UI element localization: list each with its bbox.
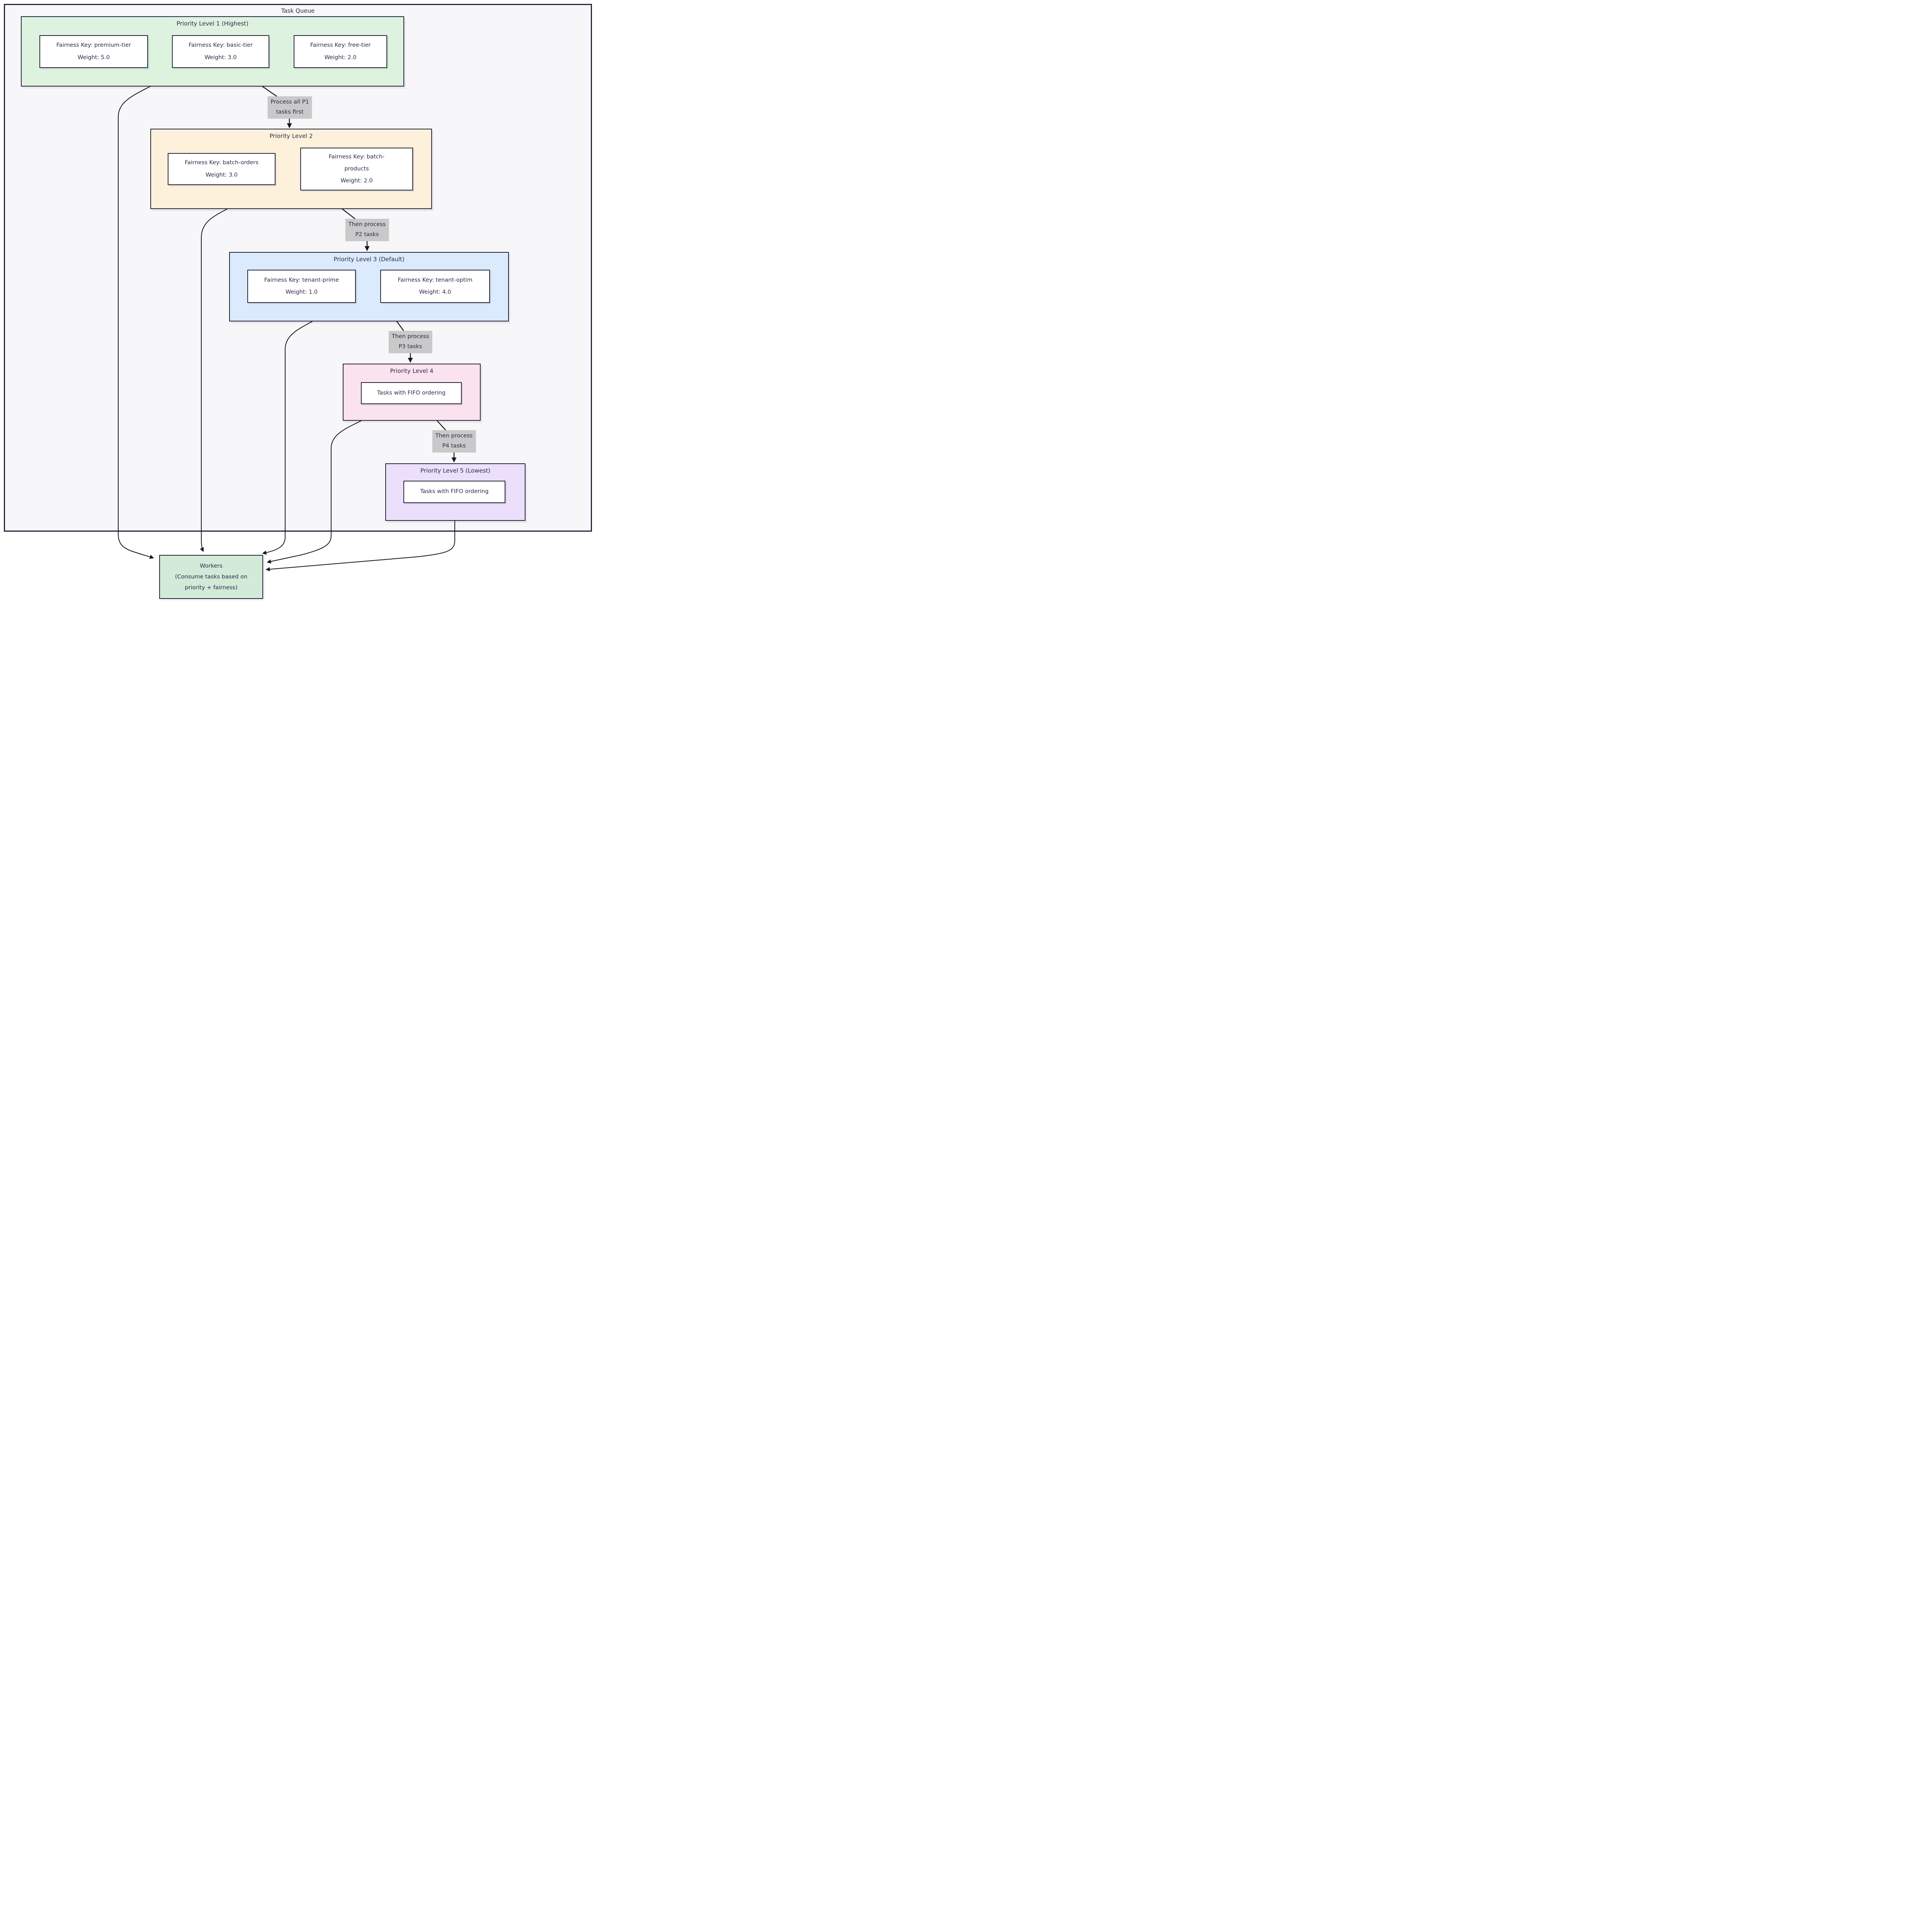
node-tenant-prime-weight: Weight: 1.0 (285, 289, 318, 295)
node-tenant-prime: Fairness Key: tenant-prime Weight: 1.0 (247, 270, 356, 303)
node-batch-orders-key: Fairness Key: batch-orders (185, 160, 259, 166)
edge-label-p2-p3-line2: P2 tasks (355, 231, 379, 238)
node-tenant-optim-key: Fairness Key: tenant-optim (398, 277, 473, 283)
edge-label-p1-p2: Process all P1 tasks first (267, 96, 312, 119)
node-batch-orders: Fairness Key: batch-orders Weight: 3.0 (168, 153, 276, 185)
node-workers-line3: priority + fairness) (185, 585, 238, 591)
priority-level-5-title: Priority Level 5 (Lowest) (420, 467, 490, 474)
node-tenant-prime-key: Fairness Key: tenant-prime (264, 277, 339, 283)
node-p4-fifo-label: Tasks with FIFO ordering (377, 389, 446, 396)
edge-label-p1-p2-line1: Process all P1 (270, 99, 309, 105)
edge-label-p3-p4-line1: Then process (391, 333, 429, 340)
priority-level-2-group: Priority Level 2 Fairness Key: batch-ord… (150, 129, 432, 209)
node-batch-products-key: Fairness Key: batch-products (328, 153, 385, 172)
node-p5-fifo-label: Tasks with FIFO ordering (420, 488, 489, 495)
edge-label-p2-p3-line1: Then process (348, 221, 386, 228)
edge-layer (118, 84, 457, 571)
edge-label-p3-p4-line2: P3 tasks (398, 344, 422, 350)
edge-label-p4-p5-line2: P4 tasks (442, 443, 466, 449)
node-workers-line1: Workers (200, 563, 223, 569)
priority-level-3-title: Priority Level 3 (Default) (333, 256, 405, 263)
edge-p4-to-workers (267, 418, 366, 564)
edge-p5-to-workers (265, 519, 455, 571)
node-premium-tier-key: Fairness Key: premium-tier (56, 42, 131, 49)
edge-label-p1-p2-line2: tasks first (276, 109, 304, 115)
node-premium-tier-weight: Weight: 5.0 (77, 54, 110, 61)
priority-level-1-group: Priority Level 1 (Highest) Fairness Key:… (21, 16, 404, 87)
priority-level-4-group: Priority Level 4 Tasks with FIFO orderin… (343, 364, 481, 421)
priority-level-4-title: Priority Level 4 (390, 367, 434, 374)
edge-p1-to-workers (118, 84, 155, 559)
node-tenant-optim: Fairness Key: tenant-optim Weight: 4.0 (380, 270, 490, 303)
edge-p3-to-workers (262, 319, 316, 555)
node-basic-tier: Fairness Key: basic-tier Weight: 3.0 (172, 35, 269, 68)
node-tenant-optim-weight: Weight: 4.0 (419, 289, 451, 295)
priority-level-3-group: Priority Level 3 (Default) Fairness Key:… (229, 252, 509, 321)
edge-label-p2-p3: Then process P2 tasks (345, 219, 389, 241)
node-batch-orders-weight: Weight: 3.0 (205, 172, 238, 178)
node-free-tier-weight: Weight: 2.0 (324, 54, 357, 61)
node-free-tier: Fairness Key: free-tier Weight: 2.0 (294, 35, 387, 68)
task-queue-title: Task Queue (281, 7, 315, 14)
priority-level-5-group: Priority Level 5 (Lowest) Tasks with FIF… (385, 463, 526, 521)
node-batch-products: Fairness Key: batch-products Weight: 2.0 (300, 148, 413, 190)
priority-level-2-title: Priority Level 2 (269, 133, 313, 139)
node-p4-fifo: Tasks with FIFO ordering (361, 382, 462, 404)
node-workers: Workers (Consume tasks based on priority… (159, 555, 263, 599)
edge-p2-to-workers (200, 206, 231, 552)
priority-level-1-title: Priority Level 1 (Highest) (177, 20, 248, 27)
flowchart-canvas: Task Queue Priority Level 1 (Highest) Fa… (0, 0, 596, 601)
node-premium-tier: Fairness Key: premium-tier Weight: 5.0 (39, 35, 148, 68)
edge-label-p4-p5-line1: Then process (435, 433, 473, 439)
edge-label-p4-p5: Then process P4 tasks (432, 430, 476, 452)
node-basic-tier-weight: Weight: 3.0 (204, 54, 237, 61)
node-workers-line2: (Consume tasks based on (175, 573, 248, 580)
node-batch-products-weight: Weight: 2.0 (340, 178, 373, 184)
edge-label-p3-p4: Then process P3 tasks (388, 331, 432, 353)
node-free-tier-key: Fairness Key: free-tier (310, 42, 371, 49)
node-basic-tier-key: Fairness Key: basic-tier (189, 42, 253, 49)
node-p5-fifo: Tasks with FIFO ordering (403, 481, 505, 503)
